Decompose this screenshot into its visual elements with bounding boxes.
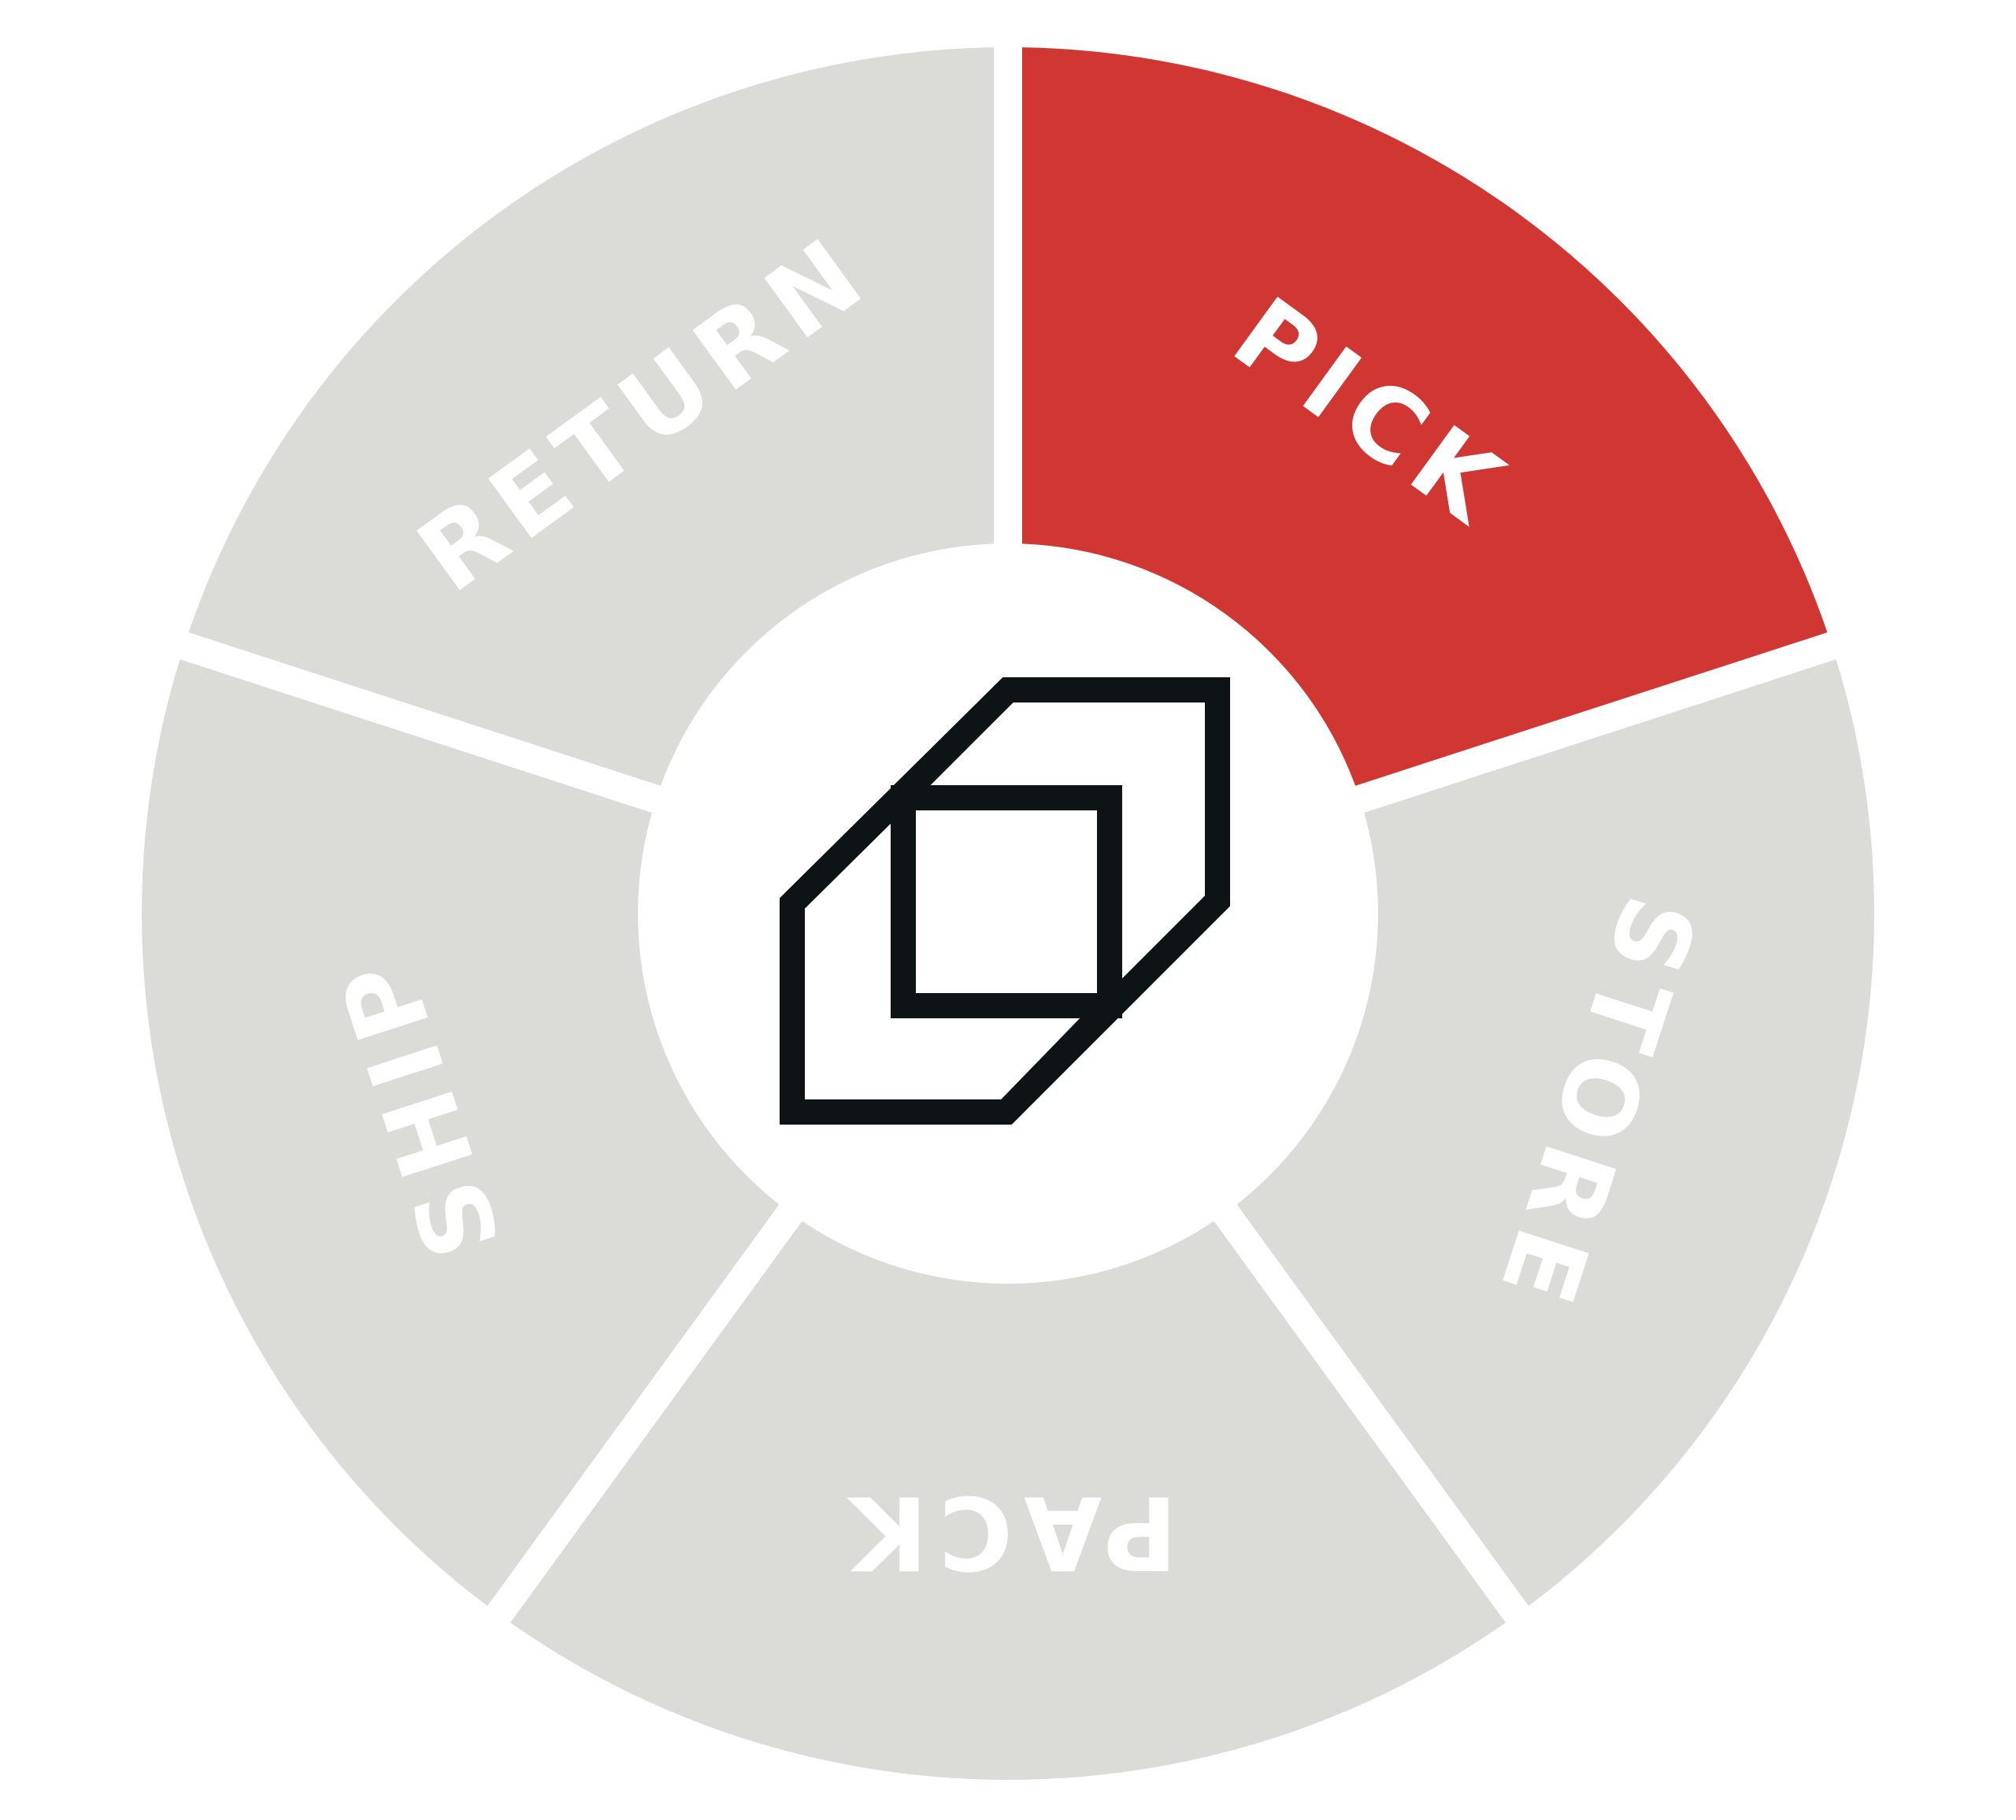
segment-ship[interactable]: [142, 659, 780, 1607]
warehouse-box-logo-icon: [780, 677, 1230, 1125]
segment-pick[interactable]: [1022, 47, 1828, 786]
segment-store[interactable]: [1236, 659, 1874, 1607]
segment-return[interactable]: [188, 47, 995, 786]
segment-pack[interactable]: [510, 1221, 1506, 1781]
segment-label-pack: PACK: [839, 1473, 1177, 1591]
